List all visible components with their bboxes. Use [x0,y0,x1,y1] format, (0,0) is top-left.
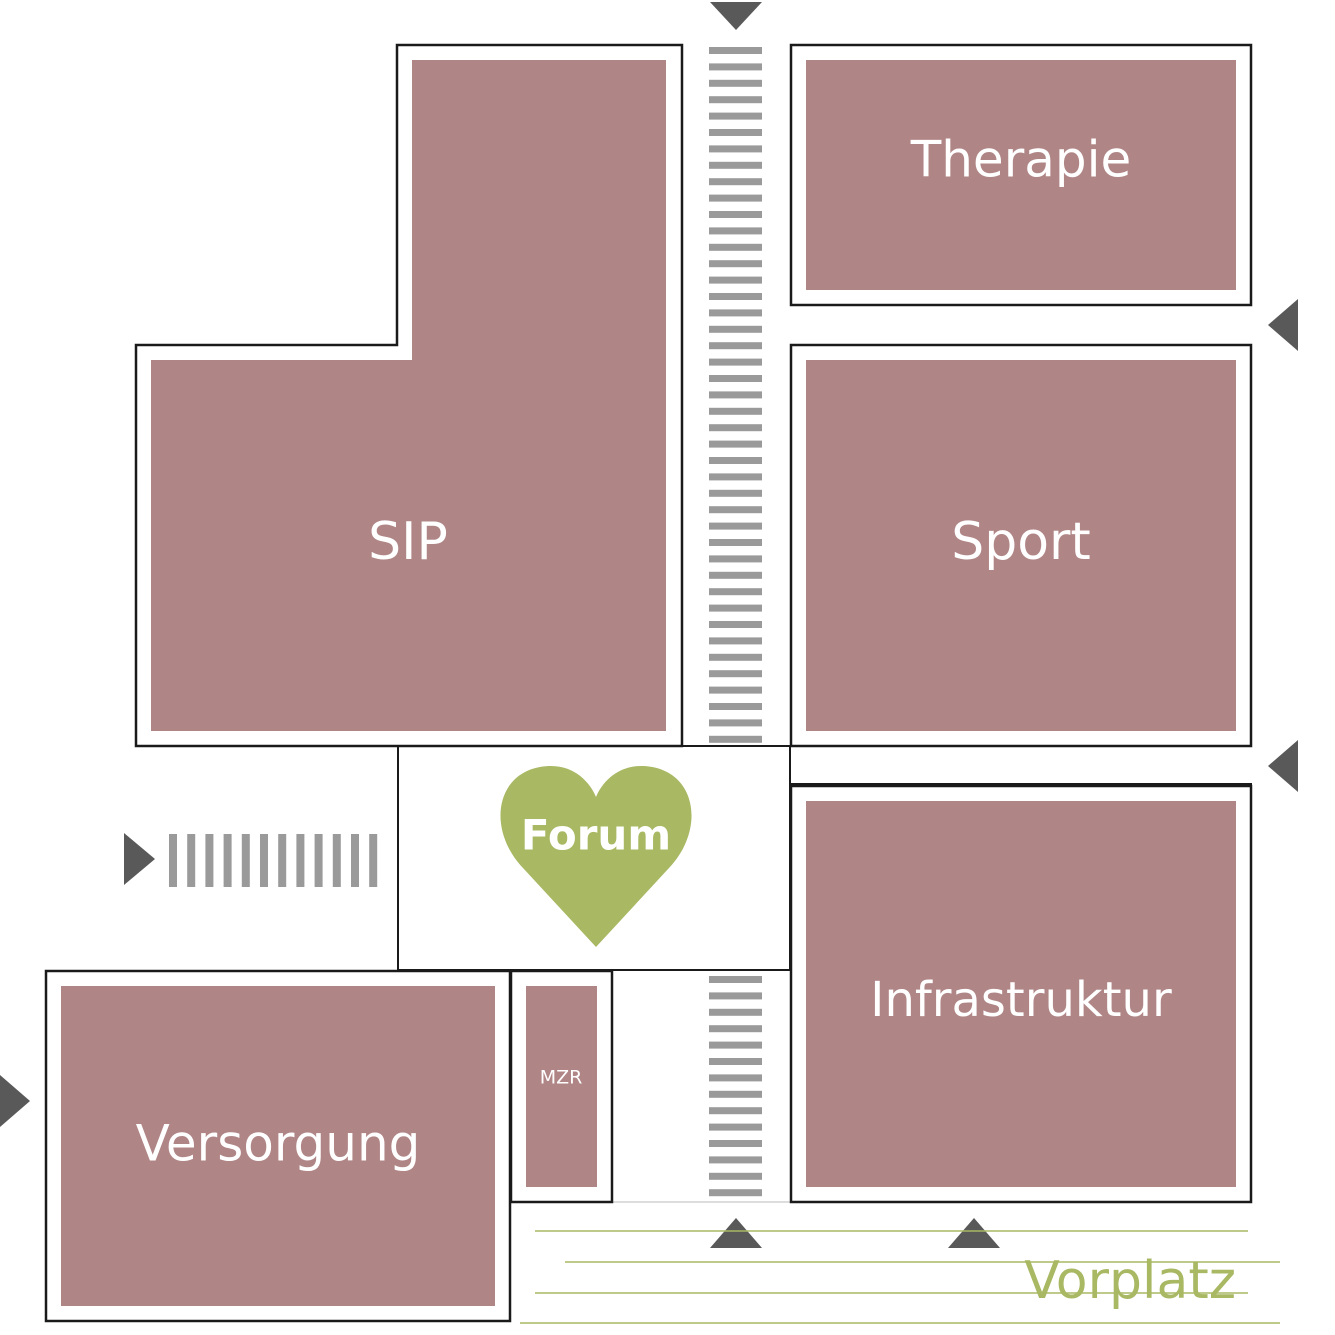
vorplatz-label: Vorplatz [1024,1251,1236,1311]
mzr-room[interactable] [526,986,597,1187]
stair-tread [351,834,359,887]
stair-tread [709,1189,762,1197]
stair-tread [709,588,762,596]
stair-tread [709,1140,762,1147]
stair-tread [709,992,762,1000]
sport-label: Sport [951,512,1091,572]
stair-tread [709,276,762,284]
stair-tread [709,440,762,448]
stair-tread [709,1172,762,1180]
stair-tread [709,227,762,235]
stair-tread [709,63,762,71]
stair-tread [709,293,762,300]
stair-tread [709,391,762,399]
stair-tread [709,555,762,563]
stair-tread [709,407,762,415]
stair-tread [709,79,762,87]
stair-tread [709,1090,762,1098]
stair-tread [709,309,762,317]
stair-tread [709,129,762,136]
stair-tread [709,703,762,710]
stair-tread [709,637,762,645]
stair-tread [709,358,762,366]
mzr-label: MZR [540,1067,583,1089]
stair-tread [709,1041,762,1049]
stair-tread [296,834,305,887]
stair-tread [709,719,762,727]
stair-tread [169,834,177,887]
arrow-down-icon [710,2,762,30]
stair-tread [314,834,323,887]
stair-tread [187,834,196,887]
stair-tread [709,96,762,104]
stair-tread [278,834,287,887]
stair-tread [709,112,762,120]
stair-tread [709,211,762,218]
stair-tread [709,1074,762,1082]
stair-tread [709,457,762,464]
versorgung-label: Versorgung [136,1115,421,1173]
stair-tread [709,670,762,678]
stair-tread [709,1123,762,1131]
therapie-label: Therapie [910,131,1132,189]
stair-tread [223,834,232,887]
stair-tread [709,325,762,333]
stair-tread [709,506,762,514]
stair-tread [709,489,762,497]
stair-tread [709,47,762,54]
stairs-bottom [709,976,762,1197]
arrow-left-icon [1268,299,1298,351]
arrow-up-icon [948,1218,1000,1248]
heart-icon[interactable] [500,765,692,947]
stair-tread [709,473,762,481]
arrow-right-icon [124,833,155,885]
stair-tread [709,976,762,983]
stairs-top [709,47,762,743]
stair-tread [709,686,762,694]
forum-label: Forum [521,811,671,860]
stair-tread [709,1107,762,1115]
arrow-right-icon [0,1075,30,1127]
arrow-left-icon [1268,740,1298,792]
stair-tread [709,522,762,530]
stair-tread [332,834,341,887]
infrastruktur-label: Infrastruktur [870,972,1172,1028]
stair-tread [709,539,762,546]
stair-tread [709,571,762,579]
stair-tread [709,604,762,612]
stairs-left [169,834,378,887]
stair-tread [709,1156,762,1164]
arrow-up-icon [710,1218,762,1248]
vorplatz-area [520,1230,1280,1324]
sip-label: SIP [368,512,448,572]
stair-tread [709,194,762,202]
stair-tread [709,1025,762,1033]
stair-tread [709,375,762,382]
stair-tread [709,1008,762,1016]
stair-tread [709,243,762,251]
stair-tread [369,834,378,887]
stair-tread [709,621,762,628]
sip-room[interactable] [151,60,666,731]
stair-tread [709,178,762,186]
stair-tread [709,161,762,169]
stair-tread [709,342,762,350]
sport-room[interactable] [806,360,1236,731]
stair-tread [709,735,762,743]
stair-tread [205,834,214,887]
stair-tread [709,145,762,153]
stair-tread [709,653,762,661]
stair-tread [241,834,250,887]
therapie-room[interactable] [806,60,1236,290]
versorgung-room[interactable] [61,986,495,1306]
infrastruktur-room[interactable] [806,801,1236,1187]
stair-tread [709,260,762,268]
stair-tread [709,1058,762,1065]
stair-tread [709,424,762,432]
stair-tread [260,834,268,887]
